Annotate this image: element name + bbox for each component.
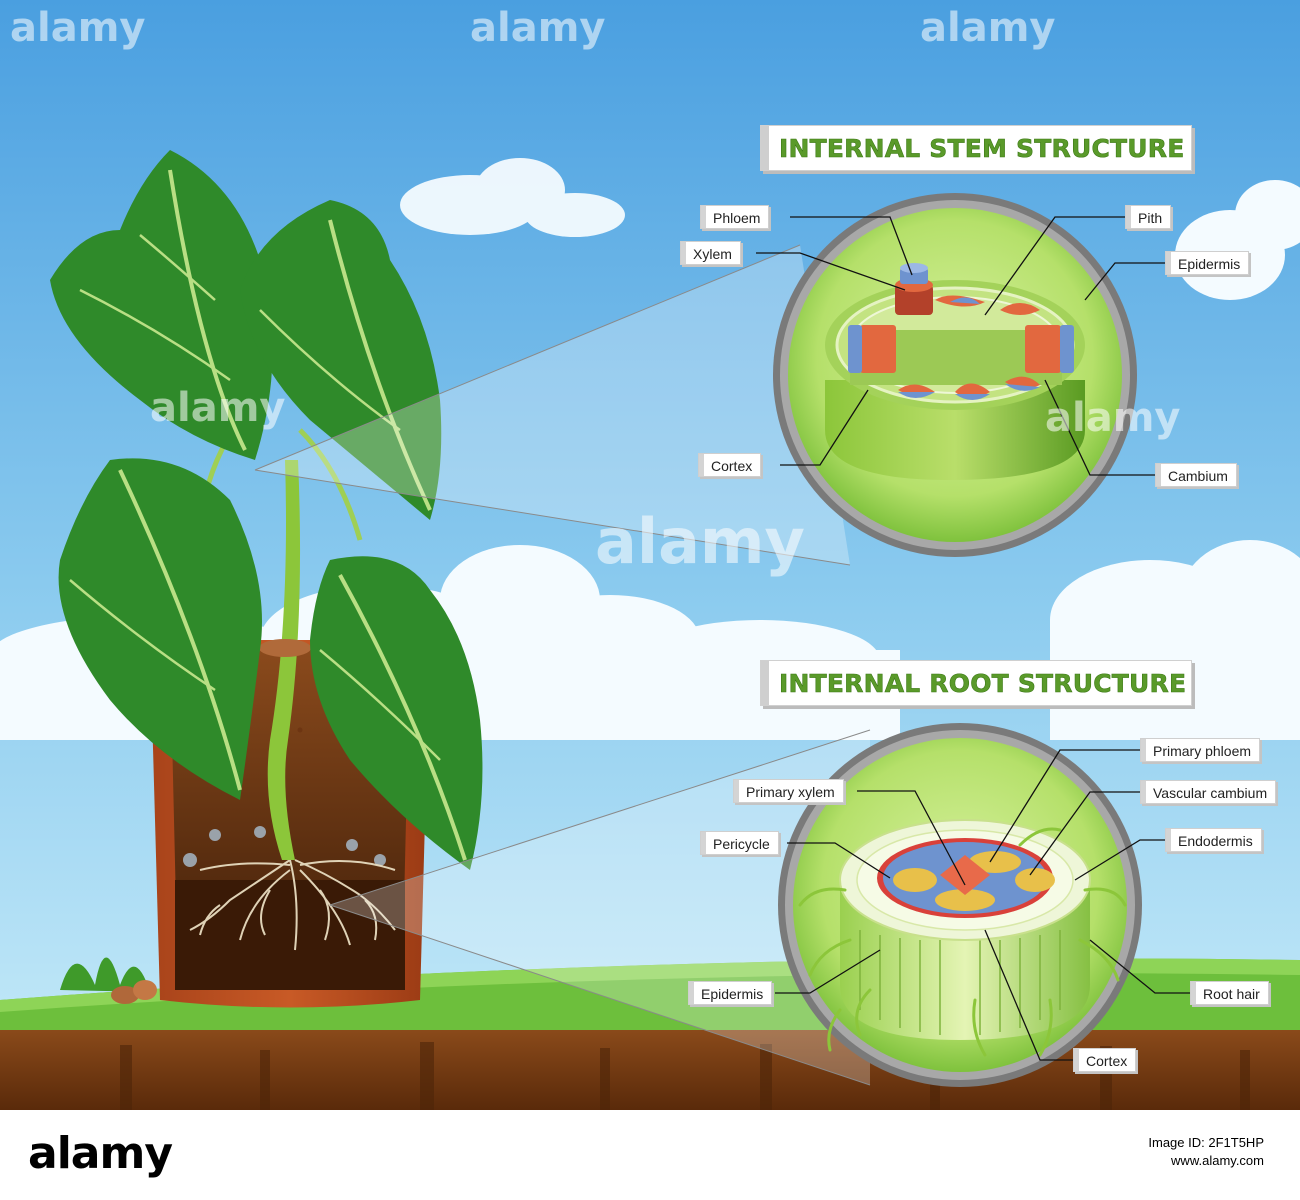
stem-cross-section-lens: [773, 193, 1137, 557]
watermark: alamy: [10, 5, 146, 51]
stem-title: INTERNAL STEM STRUCTURE: [779, 133, 1185, 163]
label-xylem: Xylem: [680, 241, 741, 265]
plant-leaves: [50, 150, 483, 870]
watermark: alamy: [470, 5, 606, 51]
label-stem-cortex: Cortex: [698, 453, 762, 477]
root-leader-lines: [775, 749, 1190, 1061]
label-stem-epidermis: Epidermis: [1165, 251, 1250, 275]
root-hairs: [798, 827, 1127, 1057]
label-root-hair: Root hair: [1190, 981, 1269, 1005]
watermark: alamy: [595, 505, 805, 578]
label-pericycle: Pericycle: [700, 831, 779, 855]
leaf: [240, 200, 442, 520]
illustration: [0, 0, 1300, 1110]
label-cambium: Cambium: [1155, 463, 1237, 487]
leaf: [58, 458, 262, 800]
brand-logo: alamy: [28, 1128, 173, 1179]
label-endodermis: Endodermis: [1165, 828, 1262, 852]
bush: [60, 957, 150, 992]
image-id: Image ID: 2F1T5HP www.alamy.com: [1148, 1135, 1264, 1168]
watermark: alamy: [1045, 395, 1181, 441]
label-primary-xylem: Primary xylem: [733, 779, 844, 803]
stem-zoom-cone: [254, 244, 851, 566]
stock-footer: alamy Image ID: 2F1T5HP www.alamy.com: [0, 1110, 1300, 1200]
root-cross-section-lens: [778, 723, 1142, 1087]
label-primary-phloem: Primary phloem: [1140, 738, 1261, 762]
label-phloem: Phloem: [700, 205, 770, 229]
stone: [133, 980, 157, 1000]
label-root-cortex: Cortex: [1073, 1048, 1137, 1072]
vascular-bundles: [848, 295, 1074, 400]
stem-leader-lines: [756, 216, 1165, 476]
stone: [111, 986, 139, 1004]
root-title-box: INTERNAL ROOT STRUCTURE: [760, 660, 1192, 706]
phloem-xylem-plug: [895, 263, 933, 315]
label-root-epidermis: Epidermis: [688, 981, 773, 1005]
watermark: alamy: [920, 5, 1056, 51]
leaf: [50, 150, 273, 460]
stem-title-box: INTERNAL STEM STRUCTURE: [760, 125, 1192, 171]
root-xylem-phloem: [893, 851, 1055, 911]
label-pith: Pith: [1125, 205, 1172, 229]
watermark: alamy: [150, 385, 286, 431]
stem-base: [259, 639, 311, 657]
root-title: INTERNAL ROOT STRUCTURE: [779, 668, 1187, 698]
leaf: [310, 556, 483, 870]
cloud: [400, 158, 625, 237]
label-vascular-cambium: Vascular cambium: [1140, 780, 1277, 804]
plant-stem: [267, 460, 301, 860]
